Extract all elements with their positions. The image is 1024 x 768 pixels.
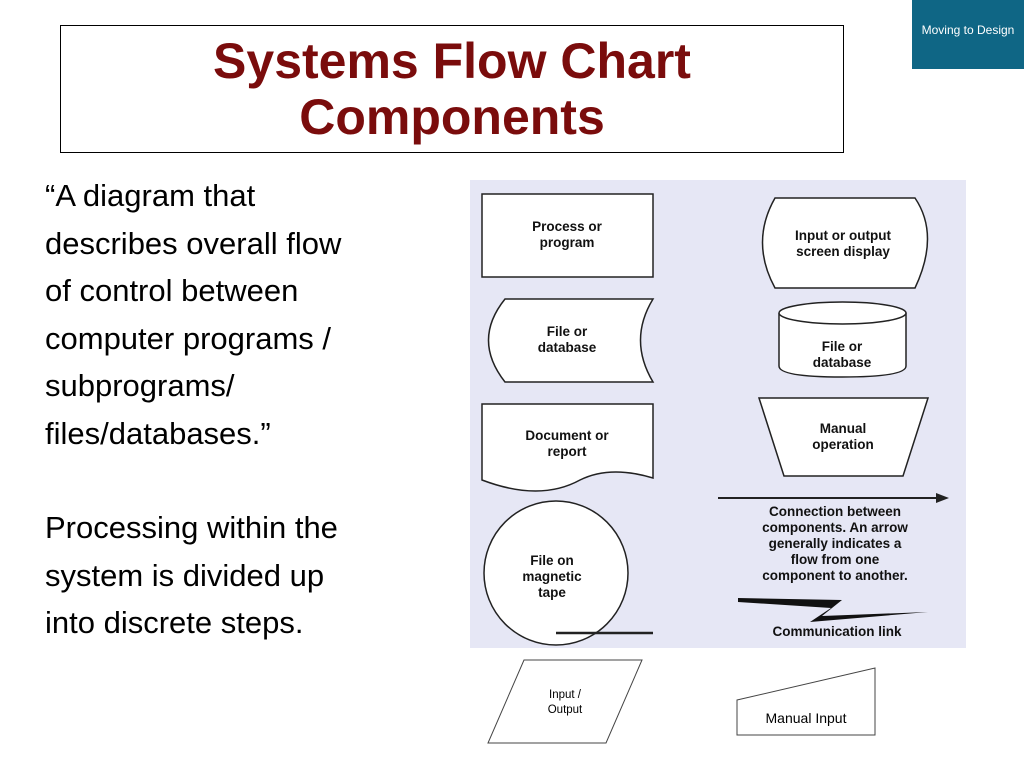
quote-line: “A diagram that: [45, 178, 256, 213]
quote-line: files/databases.”: [45, 415, 271, 451]
connection-label-3: generally indicates a: [769, 536, 902, 551]
screen-display-label-2: screen display: [796, 244, 890, 259]
quote-line: describes overall flow: [45, 225, 342, 261]
slide-title-line-2: Components: [299, 89, 605, 145]
flowchart-symbols-diagram: Process or program Input or output scree…: [470, 180, 966, 648]
body-line: into discrete steps.: [45, 605, 304, 640]
io-label-1: Input /: [549, 689, 582, 701]
connection-arrowhead: [936, 493, 949, 503]
quote-line: subprograms/: [45, 368, 235, 403]
title-box: Systems Flow Chart Components: [60, 25, 844, 153]
database-label-2: database: [813, 355, 872, 370]
magnetic-tape-label-2: magnetic: [522, 569, 582, 584]
process-label-1: Process or: [532, 219, 603, 234]
document-symbol: [481, 403, 654, 492]
communication-link-label: Communication link: [772, 624, 902, 639]
diagram-svg: Process or program Input or output scree…: [470, 180, 966, 648]
process-label-2: program: [540, 235, 595, 250]
stored-data-label-2: database: [538, 340, 597, 355]
connection-label-2: components. An arrow: [762, 520, 908, 535]
manual-operation-label-1: Manual: [820, 421, 867, 436]
section-badge: Moving to Design: [912, 0, 1024, 69]
stored-data-label-1: File or: [547, 324, 588, 339]
slide-title-line-1: Systems Flow Chart: [213, 33, 691, 89]
document-label-2: report: [547, 444, 587, 459]
screen-display-symbol: [761, 197, 929, 289]
database-cylinder-symbol: [778, 313, 907, 378]
manual-input-symbol: [736, 667, 876, 736]
magnetic-tape-symbol: [483, 500, 629, 646]
manual-input-label: Manual Input: [766, 710, 847, 726]
body-line: Processing within the: [45, 510, 338, 545]
screen-display-label-1: Input or output: [795, 228, 891, 243]
paragraph-gap: [45, 457, 445, 504]
process-symbol: [481, 193, 654, 278]
communication-link-symbol: [738, 598, 928, 622]
database-cylinder-top: [778, 301, 907, 325]
magnetic-tape-label-3: tape: [538, 585, 566, 600]
database-label-1: File or: [822, 339, 863, 354]
stored-data-symbol: [487, 298, 655, 383]
document-label-1: Document or: [525, 428, 609, 443]
body-line: system is divided up: [45, 557, 325, 593]
quote-line: of control between: [45, 273, 299, 308]
magnetic-tape-label-1: File on: [530, 553, 574, 568]
quote-line: computer programs /: [45, 320, 331, 356]
connection-label-4: flow from one: [791, 552, 880, 567]
body-text: “A diagram that describes overall flow o…: [45, 172, 445, 647]
connection-label-1: Connection between: [769, 504, 901, 519]
io-parallelogram-symbol: [487, 659, 643, 744]
io-label-2: Output: [548, 704, 583, 716]
connection-label-5: component to another.: [762, 568, 908, 583]
manual-operation-symbol: [757, 397, 930, 477]
manual-operation-label-2: operation: [812, 437, 874, 452]
